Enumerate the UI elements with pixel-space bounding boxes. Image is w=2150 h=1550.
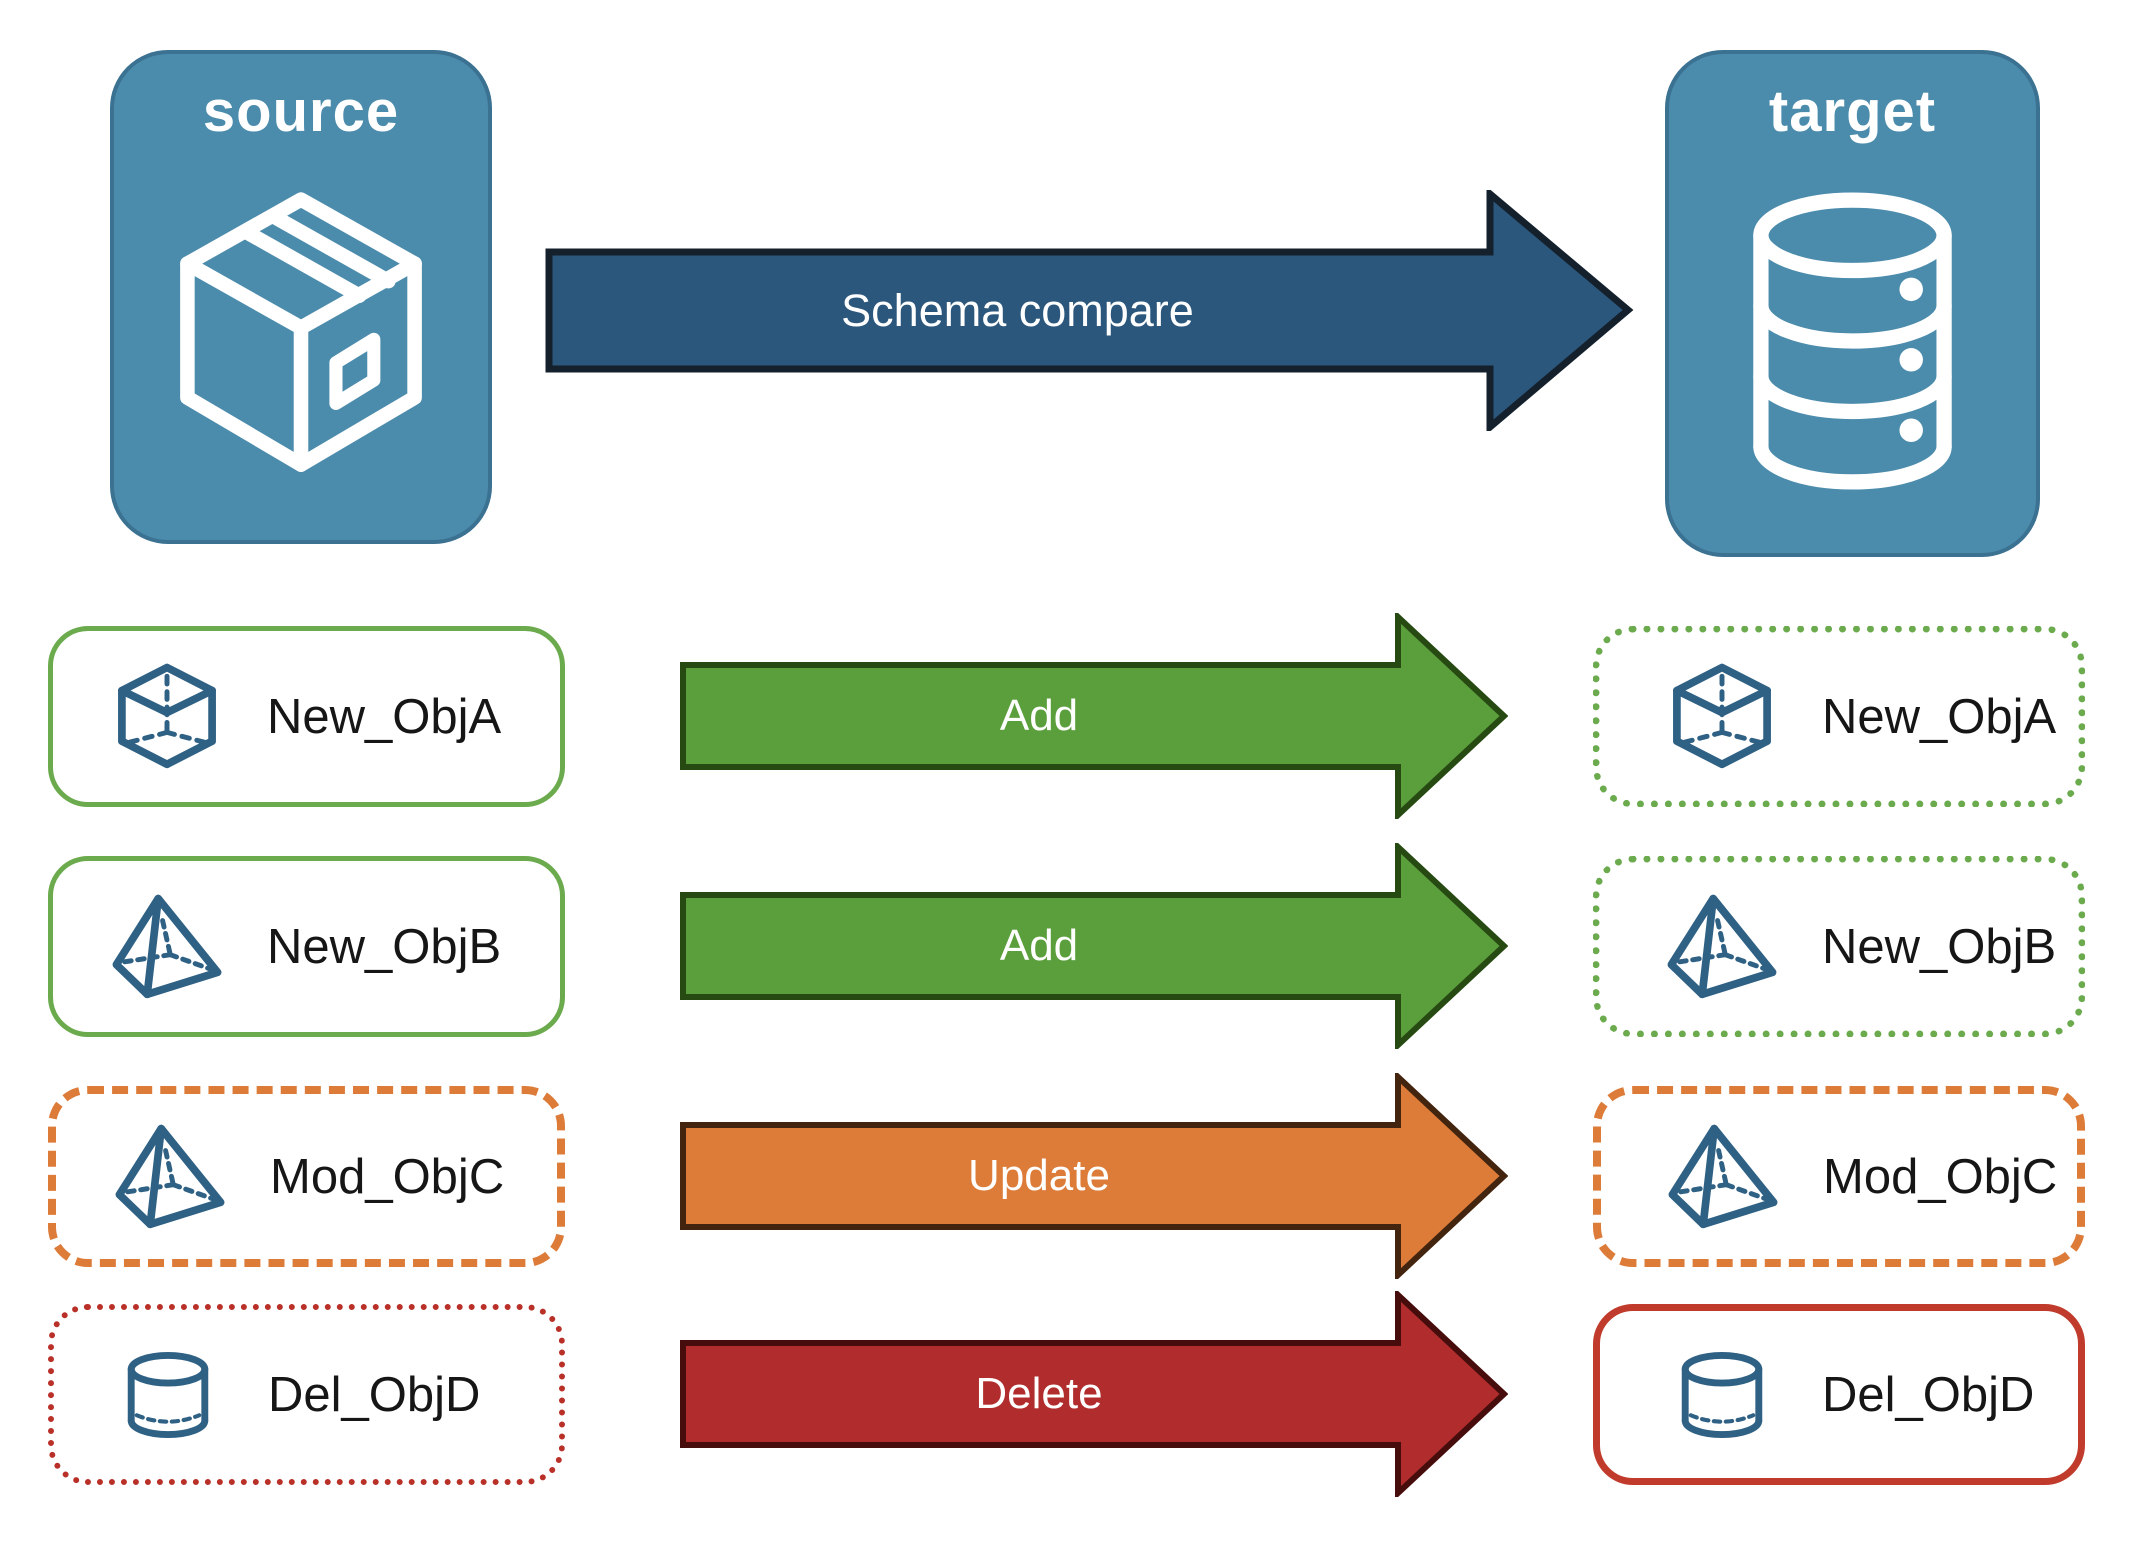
target-title: target <box>1768 79 1937 144</box>
database-icon <box>1735 144 1970 553</box>
target-object-box-del-objd: Del_ObjD <box>1593 1304 2085 1485</box>
target-object-box-new-obja: New_ObjA <box>1593 626 2085 807</box>
source-object-box-new-objb: New_ObjB <box>48 856 565 1037</box>
pyramid-icon <box>1666 890 1778 1004</box>
add-arrow-row-1: Add <box>680 613 1508 819</box>
cylinder-icon <box>112 1338 224 1452</box>
delete-arrow-shape <box>680 1291 1508 1497</box>
cylinder-icon <box>1666 1338 1778 1452</box>
pyramid-icon <box>114 1120 226 1234</box>
object-label: New_ObjA <box>267 689 502 744</box>
package-icon <box>155 144 447 540</box>
object-label: Mod_ObjC <box>270 1149 505 1204</box>
source-title: source <box>202 79 400 144</box>
update-arrow-label: Update <box>968 1151 1110 1200</box>
object-label: Mod_ObjC <box>1823 1149 2058 1204</box>
add-arrow-shape <box>680 843 1508 1049</box>
object-label: Del_ObjD <box>268 1367 481 1422</box>
delete-arrow-label: Delete <box>975 1369 1103 1418</box>
add-arrow-label: Add <box>999 921 1079 970</box>
schema-compare-label: Schema compare <box>841 285 1194 336</box>
cube-icon <box>1666 660 1778 774</box>
source-object-box-new-obja: New_ObjA <box>48 626 565 807</box>
schema-compare-arrow: Schema compare <box>545 190 1635 431</box>
delete-arrow: Delete <box>680 1291 1508 1497</box>
schema-compare-arrow-shape <box>545 190 1634 431</box>
update-arrow-shape <box>680 1073 1508 1279</box>
cube-icon <box>111 660 223 774</box>
object-label: Del_ObjD <box>1822 1367 2035 1422</box>
object-label: New_ObjB <box>267 919 502 974</box>
source-object-box-del-objd: Del_ObjD <box>48 1304 565 1485</box>
add-arrow-label: Add <box>999 691 1079 740</box>
pyramid-icon <box>1667 1120 1779 1234</box>
pyramid-icon <box>111 890 223 1004</box>
target-node: target <box>1665 50 2040 557</box>
add-arrow-row-2: Add <box>680 843 1508 1049</box>
object-label: New_ObjB <box>1822 919 2057 974</box>
object-label: New_ObjA <box>1822 689 2057 744</box>
source-object-box-mod-objc: Mod_ObjC <box>48 1086 565 1267</box>
add-arrow-shape <box>680 613 1508 819</box>
target-object-box-new-objb: New_ObjB <box>1593 856 2085 1037</box>
source-node: source <box>110 50 492 544</box>
target-object-box-mod-objc: Mod_ObjC <box>1593 1086 2085 1267</box>
update-arrow: Update <box>680 1073 1508 1279</box>
